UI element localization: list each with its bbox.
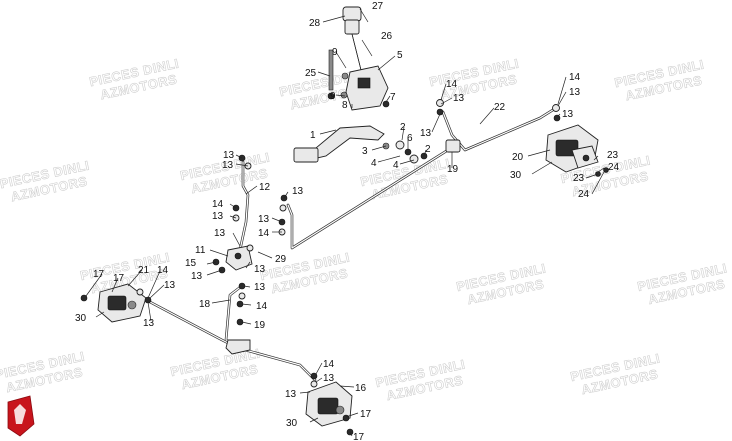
rear-left-caliper — [80, 283, 152, 323]
callout-28: 28 — [309, 18, 321, 29]
callout-22: 22 — [494, 102, 506, 113]
callout-13: 13 — [420, 128, 432, 139]
callout-30: 30 — [510, 170, 522, 181]
callout-13: 13 — [323, 373, 335, 384]
callout-19: 19 — [447, 164, 459, 175]
brake-junction — [445, 139, 461, 153]
callout-labels: 28 27 26 5 25 9 9 8 7 1 3 4 2 6 4 2 13 1… — [75, 1, 620, 441]
callout-2a: 2 — [400, 122, 406, 133]
callout-9b: 9 — [330, 91, 336, 102]
callout-17: 17 — [360, 409, 372, 420]
callout-17: 17 — [353, 432, 365, 441]
callout-11: 11 — [195, 245, 206, 256]
callout-30: 30 — [286, 418, 298, 429]
callout-13: 13 — [143, 318, 155, 329]
callout-7: 7 — [390, 92, 396, 103]
callout-14: 14 — [323, 359, 335, 370]
callout-25: 25 — [305, 68, 317, 79]
callout-13: 13 — [254, 282, 266, 293]
callout-13: 13 — [222, 160, 234, 171]
azmotors-logo — [7, 395, 35, 437]
leader-lines — [85, 8, 605, 437]
callout-4b: 4 — [393, 160, 399, 171]
callout-13: 13 — [453, 93, 465, 104]
callout-5: 5 — [397, 50, 403, 61]
callout-17: 17 — [93, 269, 105, 280]
pedal-pad — [293, 147, 319, 163]
callout-29: 29 — [275, 254, 287, 265]
callout-23a: 23 — [607, 150, 619, 161]
callout-6: 6 — [407, 133, 413, 144]
callout-8: 8 — [342, 100, 348, 111]
callout-14: 14 — [569, 72, 581, 83]
master-cylinder-port — [357, 77, 371, 89]
callout-14: 14 — [258, 228, 270, 239]
callout-18: 18 — [199, 299, 211, 310]
callout-14: 14 — [157, 265, 169, 276]
callout-13: 13 — [164, 280, 176, 291]
callout-19: 19 — [254, 320, 266, 331]
rear-bottom-caliper — [305, 372, 354, 436]
callout-13: 13 — [212, 211, 224, 222]
callout-27: 27 — [372, 1, 384, 12]
callout-30: 30 — [75, 313, 87, 324]
callout-17: 17 — [113, 273, 125, 284]
callout-13: 13 — [569, 87, 581, 98]
callout-13: 13 — [562, 109, 574, 120]
callout-13: 13 — [223, 150, 235, 161]
brake-lines — [148, 106, 558, 382]
front-right-caliper — [545, 104, 609, 177]
callout-4a: 4 — [371, 158, 377, 169]
rod-end — [327, 92, 335, 100]
callout-24a: 24 — [608, 162, 620, 173]
master-cylinder-assembly — [293, 6, 461, 164]
callout-13: 13 — [285, 389, 297, 400]
callout-14: 14 — [446, 79, 458, 90]
pipe-bracket — [225, 282, 251, 355]
callout-9a: 9 — [332, 47, 338, 58]
callout-14: 14 — [212, 199, 224, 210]
callout-13: 13 — [191, 271, 203, 282]
callout-13: 13 — [214, 228, 226, 239]
callout-21: 21 — [138, 265, 150, 276]
logo-emblem-icon — [14, 404, 26, 424]
callout-20: 20 — [512, 152, 524, 163]
callout-1: 1 — [310, 130, 316, 141]
callout-3: 3 — [362, 146, 368, 157]
callout-15: 15 — [185, 258, 197, 269]
callout-2b: 2 — [425, 144, 431, 155]
callout-16: 16 — [355, 383, 367, 394]
callout-24b: 24 — [578, 189, 590, 200]
callout-13: 13 — [254, 264, 266, 275]
reservoir-body — [344, 19, 360, 35]
callout-12: 12 — [259, 182, 271, 193]
callout-14: 14 — [256, 301, 268, 312]
callout-13: 13 — [258, 214, 270, 225]
push-rod — [328, 49, 334, 91]
callout-23b: 23 — [573, 173, 585, 184]
callout-26: 26 — [381, 31, 393, 42]
bracket-19 — [225, 339, 251, 355]
reservoir-cap — [342, 6, 362, 22]
callout-13: 13 — [292, 186, 304, 197]
left-junction-block — [212, 154, 288, 274]
